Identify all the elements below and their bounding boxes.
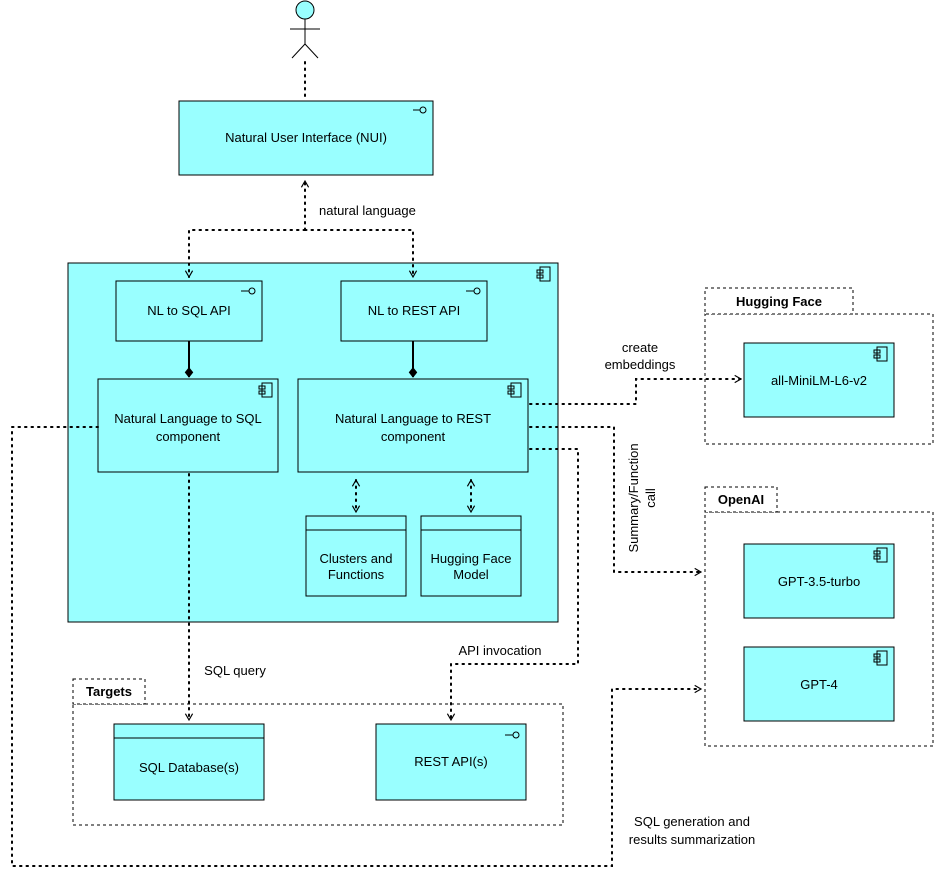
- nl-rest-api-label: NL to REST API: [368, 303, 461, 318]
- targets-group-label: Targets: [86, 684, 132, 699]
- to-nl-sql-api-edge: [184, 229, 306, 279]
- interface-icon: [505, 731, 520, 739]
- component-icon: [258, 382, 273, 398]
- api-invocation-edge: [446, 448, 579, 722]
- openai-group-label: OpenAI: [718, 492, 764, 507]
- gpt35-label: GPT-3.5-turbo: [778, 574, 860, 589]
- gpt4-node: GPT-4: [743, 646, 895, 722]
- hf-model-label-1: Hugging Face: [431, 551, 512, 566]
- clusters-label-1: Clusters and: [320, 551, 393, 566]
- sql-database-node: SQL Database(s): [113, 723, 265, 801]
- nl-rest-component-label-1: Natural Language to REST: [335, 411, 491, 426]
- nui-label: Natural User Interface (NUI): [225, 130, 387, 145]
- create-embeddings-label-1: create: [622, 340, 658, 355]
- nl-rest-component-node: Natural Language to REST component: [297, 378, 529, 473]
- minilm-label: all-MiniLM-L6-v2: [771, 373, 867, 388]
- nl-sql-component-node: Natural Language to SQL component: [97, 378, 279, 473]
- component-icon: [873, 346, 888, 362]
- sql-generation-label-2: results summarization: [629, 832, 755, 847]
- create-embeddings-label-2: embeddings: [605, 357, 676, 372]
- rest-apis-node: REST API(s): [375, 723, 527, 801]
- nui-node: Natural User Interface (NUI): [178, 100, 434, 176]
- component-icon: [873, 650, 888, 666]
- hf-model-node: Hugging Face Model: [420, 515, 522, 597]
- nl-sql-api-label: NL to SQL API: [147, 303, 231, 318]
- targets-group: Targets: [72, 678, 564, 826]
- clusters-functions-node: Clusters and Functions: [305, 515, 407, 597]
- summary-function-call-label-1: Summary/Function: [626, 443, 641, 552]
- sql-database-label: SQL Database(s): [139, 760, 239, 775]
- minilm-node: all-MiniLM-L6-v2: [743, 342, 895, 418]
- sql-query-label: SQL query: [204, 663, 266, 678]
- nl-rest-api-node: NL to REST API: [340, 280, 488, 342]
- nl-sql-api-node: NL to SQL API: [115, 280, 263, 342]
- openai-group: OpenAI: [704, 486, 934, 747]
- gpt4-label: GPT-4: [800, 677, 838, 692]
- nl-sql-component-label-1: Natural Language to SQL: [114, 411, 261, 426]
- nl-sql-component-label-2: component: [156, 429, 221, 444]
- component-icon: [873, 547, 888, 563]
- summary-function-call-edge: [529, 426, 703, 577]
- component-icon: [536, 266, 551, 282]
- nl-rest-component-label-2: component: [381, 429, 446, 444]
- interface-icon: [466, 287, 481, 295]
- summary-function-call-label-2: call: [643, 488, 658, 508]
- sql-generation-label-1: SQL generation and: [634, 814, 750, 829]
- interface-icon: [413, 106, 427, 114]
- api-invocation-label: API invocation: [458, 643, 541, 658]
- natural-language-label: natural language: [319, 203, 416, 218]
- hugging-face-group-label: Hugging Face: [736, 294, 822, 309]
- gpt35-node: GPT-3.5-turbo: [743, 543, 895, 619]
- clusters-label-2: Functions: [328, 567, 385, 582]
- rest-apis-label: REST API(s): [414, 754, 487, 769]
- create-embeddings-edge: [529, 374, 743, 405]
- hf-model-label-2: Model: [453, 567, 489, 582]
- interface-icon: [241, 287, 256, 295]
- component-icon: [507, 382, 522, 398]
- user-actor-icon: [290, 0, 320, 59]
- sql-generation-edge: [11, 426, 703, 867]
- hugging-face-group: Hugging Face: [704, 287, 934, 445]
